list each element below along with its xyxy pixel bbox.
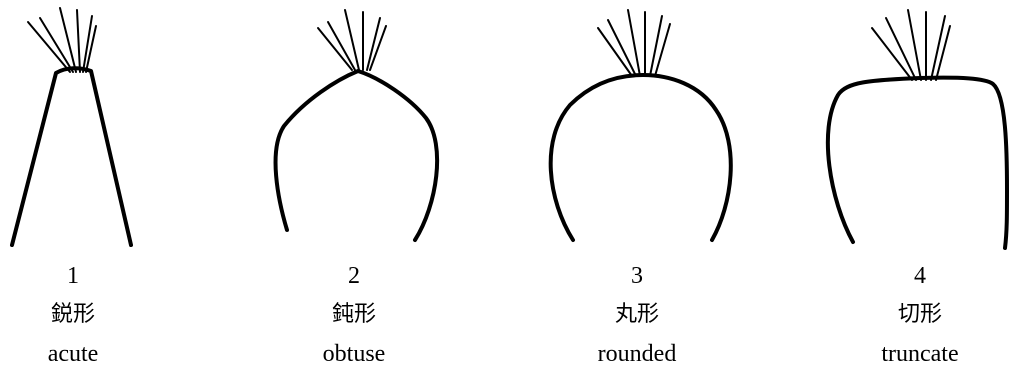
shape-name-japanese: 丸形 xyxy=(614,302,659,327)
shape-number: 3 xyxy=(631,263,643,289)
shape-name-japanese: 鋭形 xyxy=(50,302,95,327)
shape-name-english: obtuse xyxy=(322,341,386,367)
rounded-shape xyxy=(548,9,733,242)
caption-obtuse: 2 鈍形 obtuse xyxy=(254,262,454,368)
truncate-hairs xyxy=(871,9,951,81)
shape-number: 4 xyxy=(914,263,926,289)
caption-acute: 1 鋭形 acute xyxy=(0,262,173,368)
truncate-outline xyxy=(825,75,1009,250)
obtuse-outline xyxy=(273,69,440,242)
obtuse-hairs xyxy=(317,9,387,71)
shape-name-english: acute xyxy=(47,341,99,367)
shape-number: 2 xyxy=(348,263,360,289)
shape-name-english: rounded xyxy=(597,341,677,367)
truncate-shape xyxy=(825,9,1009,250)
shape-name-english: truncate xyxy=(881,341,959,367)
obtuse-shape xyxy=(273,9,440,242)
shape-number: 1 xyxy=(67,263,79,289)
shape-name-japanese: 鈍形 xyxy=(331,302,376,327)
caption-rounded: 3 丸形 rounded xyxy=(537,262,737,368)
shapes-drawing xyxy=(10,7,1009,250)
shape-name-japanese: 切形 xyxy=(897,302,942,327)
rounded-outline xyxy=(548,73,733,242)
acute-hairs xyxy=(27,7,97,73)
acute-shape xyxy=(10,7,133,247)
acute-outline xyxy=(10,66,133,247)
caption-truncate: 4 切形 truncate xyxy=(820,262,1011,368)
rounded-hairs xyxy=(597,9,671,77)
